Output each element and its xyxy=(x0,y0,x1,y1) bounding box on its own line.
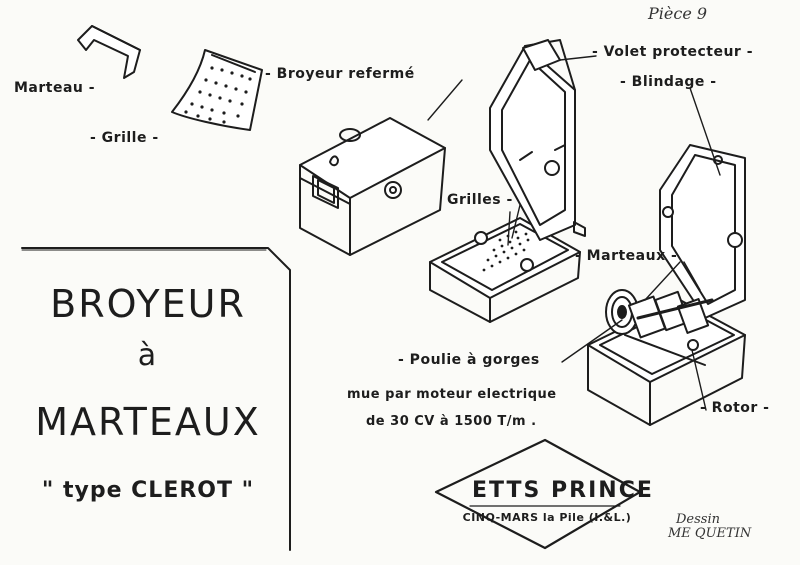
title-frame xyxy=(21,247,291,551)
label-rotor: - Rotor - xyxy=(700,400,770,416)
title-line1: BROYEUR xyxy=(50,282,246,326)
label-grille: - Grille - xyxy=(90,130,159,146)
title-line4: " type CLEROT " xyxy=(41,478,255,503)
label-blindage: - Blindage - xyxy=(620,74,717,90)
signature-label: Dessin xyxy=(676,512,720,527)
label-poulie: - Poulie à gorges xyxy=(398,352,540,368)
label-marteaux: - Marteaux - xyxy=(575,248,678,264)
page-reference: Pièce 9 xyxy=(648,4,708,23)
label-marteau: Marteau - xyxy=(14,80,96,96)
label-moteur-line1: mue par moteur electrique xyxy=(347,387,557,402)
label-moteur-line2: de 30 CV à 1500 T/m . xyxy=(366,414,537,429)
logo-name: ETTS PRINCE xyxy=(472,478,654,503)
title-line3: MARTEAUX xyxy=(35,400,261,444)
signature-name: ME QUETIN xyxy=(668,526,752,541)
logo-location: CINQ-MARS la Pile (I.&L.) xyxy=(462,511,632,524)
title-line2: à xyxy=(137,338,159,373)
grille-part-drawing xyxy=(171,49,263,131)
logo-frame xyxy=(434,438,642,550)
leader-lines xyxy=(427,55,721,411)
closed-crusher-drawing xyxy=(299,117,446,256)
rotor-crusher-drawing xyxy=(587,144,746,426)
hammer-part-drawing xyxy=(77,25,141,79)
label-broyeur-referme: - Broyeur refermé xyxy=(265,66,415,82)
label-grilles: Grilles - xyxy=(447,192,513,208)
open-crusher-drawing xyxy=(429,39,586,323)
label-volet-protecteur: - Volet protecteur - xyxy=(592,44,754,60)
